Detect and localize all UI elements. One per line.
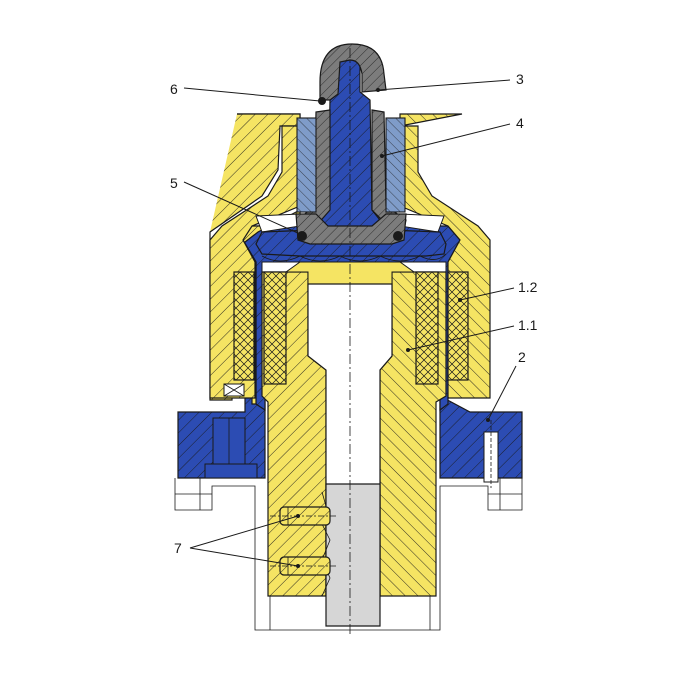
bushing-part-4-right xyxy=(385,117,406,213)
rotor-wave-edge xyxy=(261,253,447,262)
bushing-part-4-left xyxy=(296,117,317,213)
gray-base-ring xyxy=(295,213,407,245)
flange-bolt-left-foot xyxy=(204,463,258,479)
callout-3: 3 xyxy=(376,71,524,92)
label-5: 5 xyxy=(170,175,178,191)
callout-7: 7 xyxy=(174,514,300,568)
label-3: 3 xyxy=(516,71,524,87)
label-1-1: 1.1 xyxy=(518,317,538,333)
radial-bolt-lower xyxy=(270,556,336,576)
shaft-insert-recess xyxy=(321,491,331,597)
callout-1-2: 1.2 xyxy=(458,279,538,302)
shaft-insert xyxy=(325,483,381,627)
flange-part-2-right xyxy=(439,395,523,479)
callout-4: 4 xyxy=(380,115,524,158)
label-7: 7 xyxy=(174,540,182,556)
o-ring-6 xyxy=(318,97,326,105)
callout-6: 6 xyxy=(170,81,321,102)
label-1-2: 1.2 xyxy=(518,279,538,295)
label-4: 4 xyxy=(516,115,524,131)
callout-5: 5 xyxy=(170,175,301,235)
radial-bolt-upper xyxy=(270,506,336,526)
outer-coil-left xyxy=(233,271,255,381)
label-6: 6 xyxy=(170,81,178,97)
callout-2: 2 xyxy=(486,349,526,422)
inner-coil-right xyxy=(415,271,439,385)
inner-coil-left xyxy=(263,271,287,385)
yellow-outer-housing-left xyxy=(209,113,301,399)
label-2: 2 xyxy=(518,349,526,365)
o-ring-5-right xyxy=(393,231,403,241)
o-ring-5-left xyxy=(297,231,307,241)
callout-1-1: 1.1 xyxy=(406,317,538,352)
cap-part-3 xyxy=(319,43,387,101)
outer-coil-right xyxy=(447,271,469,381)
